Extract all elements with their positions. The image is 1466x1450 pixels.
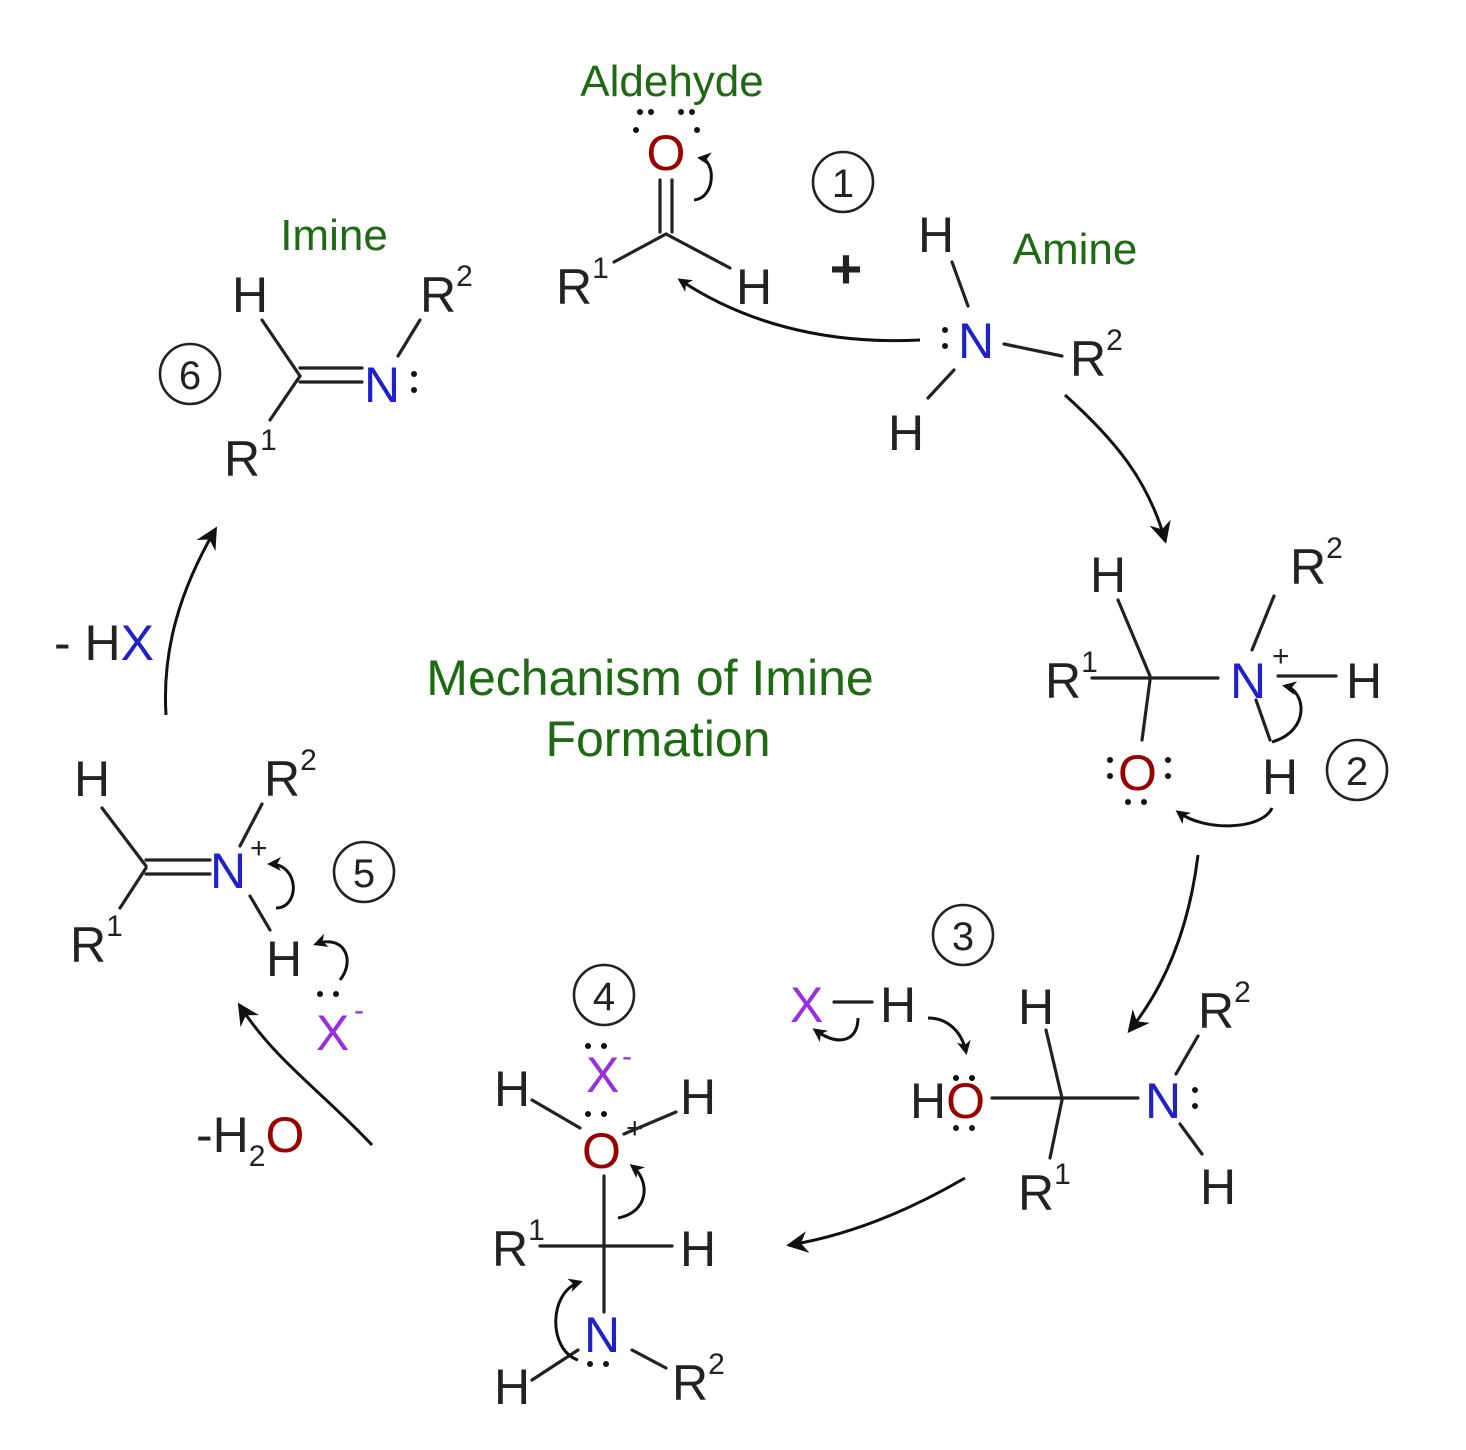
- svg-text:N: N: [1230, 653, 1266, 709]
- step-4-marker: 4: [572, 963, 636, 1027]
- aldehyde-hydrogen: H: [736, 259, 772, 315]
- svg-text:H: H: [888, 405, 924, 461]
- step-2-marker: 2: [1325, 738, 1389, 802]
- svg-text:N: N: [1145, 1073, 1181, 1129]
- svg-text:-: -: [354, 994, 364, 1027]
- reaction-arrow-3-4: [786, 1176, 966, 1253]
- svg-text:H: H: [1018, 979, 1054, 1035]
- svg-text:H: H: [880, 977, 916, 1033]
- svg-text:X: X: [316, 1005, 349, 1061]
- svg-text:H: H: [494, 1359, 530, 1415]
- svg-text:R2: R2: [672, 1348, 725, 1411]
- svg-text:N: N: [210, 843, 246, 899]
- zwitterion-structure: H R2 R1 N + H O H: [1045, 532, 1382, 828]
- svg-text:6: 6: [179, 354, 201, 398]
- step-3-marker: 3: [931, 903, 995, 967]
- svg-text:H: H: [232, 267, 268, 323]
- svg-text:X: X: [586, 1047, 619, 1103]
- loss-of-water: -H2O: [196, 1107, 304, 1173]
- amine-label: Amine: [1013, 225, 1138, 274]
- svg-text:+: +: [1272, 640, 1290, 673]
- oxonium-structure: X - H H O + R1 H N H R2: [492, 1040, 725, 1415]
- svg-text:R1: R1: [492, 1214, 545, 1277]
- svg-text:O: O: [582, 1123, 621, 1179]
- reaction-arrow-1-2: [1063, 393, 1171, 544]
- diagram-title-line1: Mechanism of Imine: [426, 650, 873, 706]
- aldehyde-label: Aldehyde: [580, 57, 763, 106]
- aldehyde-oxygen: O: [647, 125, 686, 181]
- plus-sign: +: [830, 237, 863, 300]
- diagram-title-line2: Formation: [545, 711, 770, 767]
- aldehyde-structure: Aldehyde O R1 H: [556, 57, 772, 315]
- svg-text:H: H: [1090, 547, 1126, 603]
- svg-text:R2: R2: [420, 260, 473, 323]
- step-5-marker: 5: [332, 840, 396, 904]
- svg-text:R2: R2: [1290, 532, 1343, 595]
- svg-text:-: -: [622, 1040, 632, 1073]
- svg-text:H: H: [680, 1221, 716, 1277]
- svg-text:R2: R2: [1198, 976, 1251, 1039]
- svg-text:H: H: [266, 931, 302, 987]
- svg-text:H: H: [1346, 653, 1382, 709]
- svg-text:N: N: [584, 1307, 620, 1363]
- svg-text:H: H: [680, 1069, 716, 1125]
- svg-text:2: 2: [1346, 750, 1368, 794]
- attack-arrow-1: [677, 278, 921, 343]
- svg-text:R1: R1: [1018, 1158, 1071, 1221]
- svg-text:X: X: [790, 977, 823, 1033]
- svg-text:+: +: [626, 1112, 644, 1145]
- svg-text:H: H: [1262, 749, 1298, 805]
- svg-text:R1: R1: [70, 910, 123, 973]
- svg-text:H: H: [74, 751, 110, 807]
- svg-text:5: 5: [353, 852, 375, 896]
- imine-structure: H N R2 R1: [224, 260, 473, 487]
- carbinolamine-structure: X H HO H N R2 R1 H: [790, 976, 1251, 1221]
- loss-of-hx: - HX: [54, 615, 154, 671]
- svg-text:R2: R2: [264, 744, 317, 807]
- svg-text:N: N: [364, 357, 400, 413]
- svg-text:+: +: [250, 832, 268, 865]
- svg-text:H: H: [918, 207, 954, 263]
- svg-text:H: H: [494, 1061, 530, 1117]
- svg-text:R2: R2: [1070, 324, 1123, 387]
- svg-text:H: H: [1200, 1159, 1236, 1215]
- svg-text:R1: R1: [224, 424, 277, 487]
- amine-nitrogen: N: [958, 313, 994, 369]
- svg-text:HO: HO: [910, 1073, 985, 1129]
- amine-structure: Amine H N R2 H: [888, 207, 1137, 461]
- reaction-arrow-2-3: [1127, 854, 1200, 1034]
- svg-text:4: 4: [593, 975, 615, 1019]
- step-6-marker: 6: [158, 342, 222, 406]
- svg-text:1: 1: [832, 162, 854, 206]
- svg-text:O: O: [1118, 745, 1157, 801]
- step-1-marker: 1: [811, 150, 875, 214]
- reaction-arrow-4-5: [237, 1002, 374, 1147]
- iminium-structure: H R2 N + R1 H X -: [70, 744, 364, 1061]
- imine-label: Imine: [280, 211, 388, 260]
- svg-text:3: 3: [952, 915, 974, 959]
- aldehyde-r-group: R1: [556, 252, 609, 315]
- svg-text:R1: R1: [1045, 646, 1098, 709]
- reaction-arrow-5-6: [163, 526, 218, 716]
